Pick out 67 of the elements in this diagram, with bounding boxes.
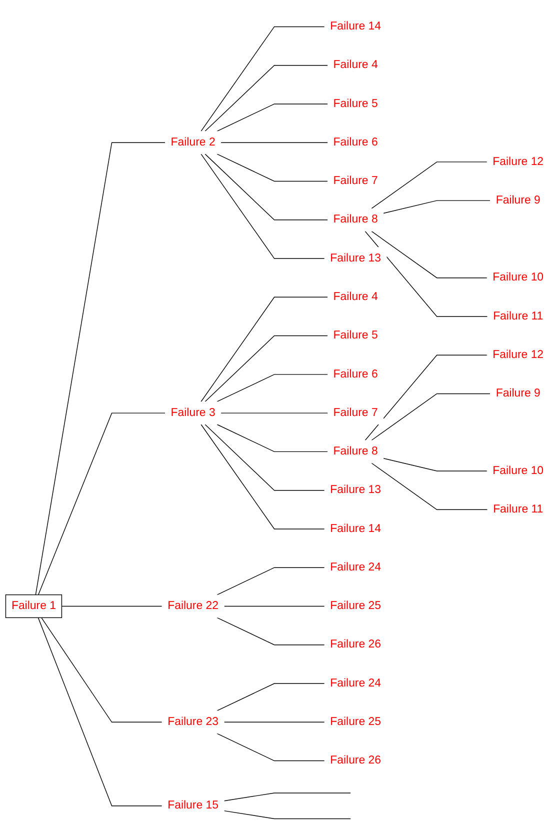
connector: [224, 792, 351, 802]
connector: [216, 424, 328, 452]
node-text: Failure 5: [333, 98, 378, 110]
connector: [216, 733, 325, 762]
node-text: Failure 11: [493, 503, 544, 516]
connector: [383, 458, 488, 472]
connector: [204, 335, 328, 402]
node-text: Failure 5: [333, 329, 378, 342]
node-text: Failure 12: [492, 348, 544, 361]
node-text: Failure 3: [170, 406, 216, 419]
connector: [216, 683, 325, 712]
connector: [371, 230, 488, 278]
node-text: Failure 9: [496, 194, 540, 206]
node-text: Failure 6: [333, 136, 378, 148]
node-box: Failure 1: [5, 594, 62, 618]
node-text: Failure 25: [330, 600, 382, 612]
node-text: Failure 10: [492, 464, 544, 477]
node-text: Failure 11: [493, 310, 544, 322]
node-text: Failure 24: [330, 677, 382, 690]
node-text: Failure 7: [333, 174, 378, 187]
node-text: Failure 7: [333, 406, 378, 419]
node-text: Failure 26: [330, 638, 382, 651]
connector: [216, 567, 325, 596]
connector: [38, 412, 166, 596]
node-text: Failure 10: [492, 271, 544, 284]
connector: [220, 142, 328, 143]
connector: [364, 230, 488, 317]
node-text: Failure 4: [333, 290, 378, 303]
connector: [61, 606, 162, 607]
node-text: Failure 9: [496, 387, 540, 400]
connector: [38, 617, 162, 806]
connector: [200, 154, 325, 259]
node-text: Failure 24: [330, 561, 382, 574]
node-text: Failure 6: [333, 368, 378, 380]
node-text: Failure 15: [168, 799, 219, 812]
connector: [216, 617, 325, 646]
connector: [364, 354, 488, 441]
connector: [200, 26, 325, 132]
connector: [216, 374, 328, 402]
connector: [224, 810, 351, 820]
connector: [371, 162, 488, 209]
connector: [371, 462, 488, 510]
connector: [204, 64, 328, 132]
node-text: Failure 12: [492, 155, 544, 168]
node-text: Failure 2: [170, 136, 216, 148]
connector: [371, 393, 490, 441]
node-text: Failure 4: [333, 58, 378, 72]
connector: [383, 200, 490, 214]
connector: [216, 154, 328, 182]
connector: [204, 154, 328, 220]
node-text: Failure 14: [330, 20, 382, 32]
connector: [41, 617, 162, 722]
node-text: Failure 14: [330, 522, 382, 535]
connector: [200, 296, 328, 402]
connector: [216, 104, 328, 132]
connector: [224, 606, 325, 607]
node-text: Failure 23: [168, 716, 219, 728]
connector: [204, 424, 325, 491]
node-text: Failure 22: [168, 600, 219, 612]
connector: [35, 142, 166, 596]
node-text: Failure 8: [333, 213, 378, 226]
connector: [220, 412, 328, 414]
node-text: Failure 25: [330, 716, 382, 728]
connector: [200, 424, 325, 530]
node-text: Failure 8: [333, 445, 378, 458]
node-text: Failure 26: [330, 754, 382, 766]
node-text: Failure 13: [330, 484, 382, 496]
